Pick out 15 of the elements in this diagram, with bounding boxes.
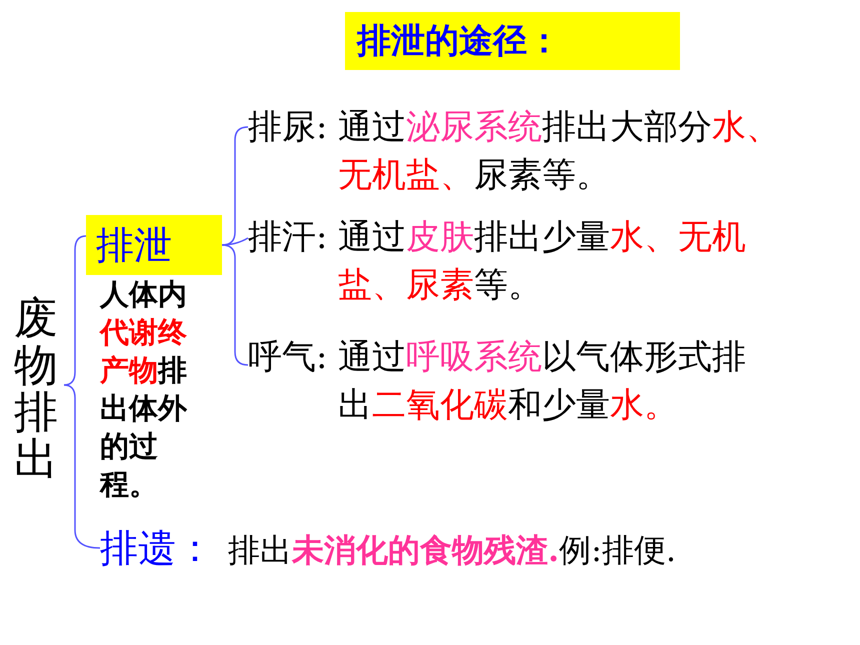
description: 通过呼吸系统以气体形式排出二氧化碳和少量水。 <box>338 336 747 427</box>
vertical-heading: 废物排出 <box>14 295 64 485</box>
title: 排泄的途径： <box>345 12 680 70</box>
description: 排出未消化的食物残渣.例:排便. <box>228 530 676 571</box>
description: 通过皮肤排出少量水、无机盐、尿素等。 <box>338 216 747 307</box>
description: 通过泌尿系统排出大部分水、无机盐、尿素等。 <box>338 106 781 197</box>
highlight-box: 排泄 <box>86 215 222 275</box>
brace-line <box>222 237 248 246</box>
brace-line <box>64 384 100 549</box>
definition-text: 人体内代谢终产物排出体外的过程。 <box>100 276 188 503</box>
brace-line <box>222 244 248 366</box>
term-label: 排尿: <box>248 106 328 149</box>
term-label: 呼气: <box>248 336 328 379</box>
term-label: 排汗: <box>248 216 328 259</box>
term-label: 排遗： <box>100 525 215 572</box>
